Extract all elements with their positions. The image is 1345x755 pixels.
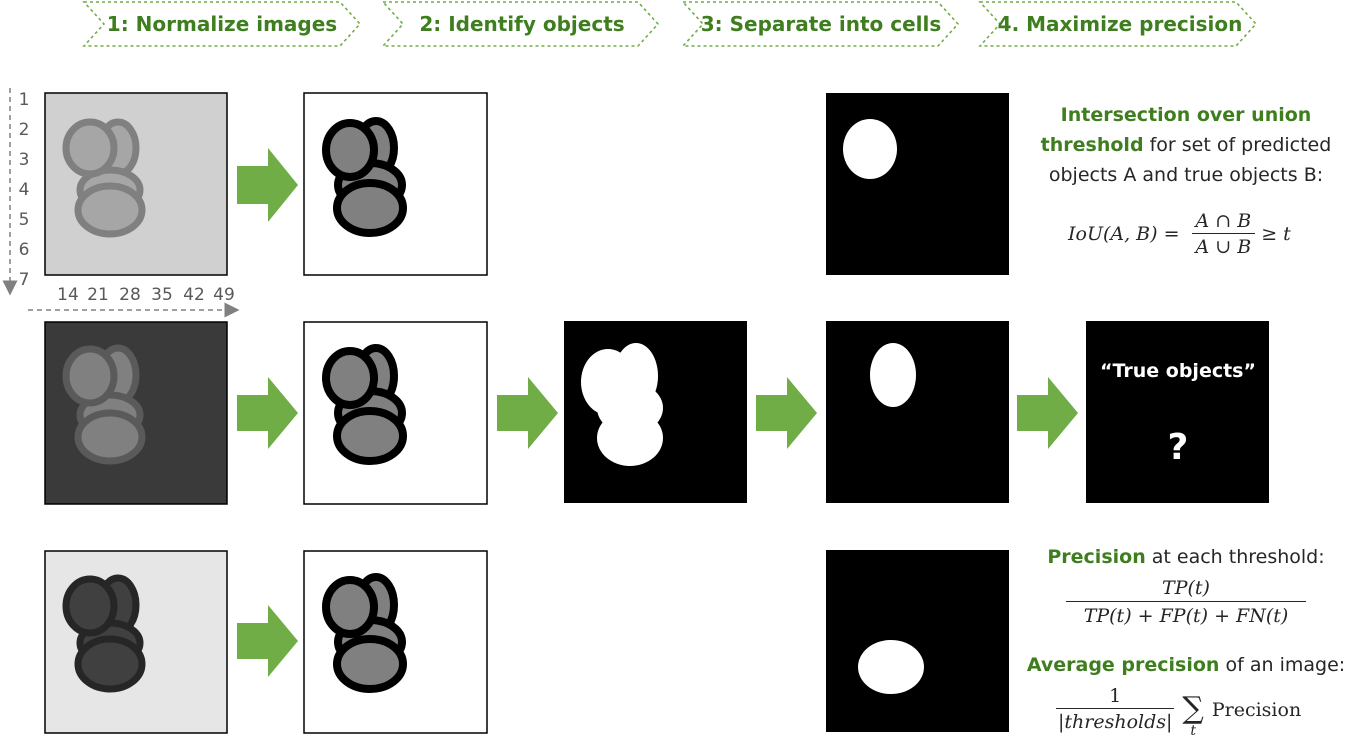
iou-rhs: ≥ t [1261,223,1291,245]
arrow-row3-normalize [237,605,298,677]
iou-line2-rest: for set of predicted [1143,134,1332,156]
sum-symbol: ∑ [1182,690,1204,726]
iou-description: Intersection over union threshold for se… [1020,100,1345,190]
step-chevron-1: 1: Normalize images [82,1,362,47]
iou-fraction-bar [1191,232,1256,234]
x-tick-35: 35 [151,285,173,305]
average-precision-label: Average precision of an image: [1020,650,1345,680]
iou-fraction: A ∩ B A ∪ B [1191,209,1256,260]
step-label-2: 2: Identify objects [419,12,624,36]
precision-numerator: TP(t) [1162,577,1210,599]
x-tick-42: 42 [183,285,205,305]
input-image-light [44,92,228,276]
step-label-4: 4. Maximize precision [998,12,1243,36]
average-fraction: 1 |thresholds| [1056,684,1175,735]
identified-objects-row3 [303,550,488,734]
cell-mask-row1 [826,93,1009,275]
identified-objects-row2 [303,321,488,505]
axis-guides: 1 2 3 4 5 6 7 14 21 28 35 42 49 [2,88,240,318]
iou-lhs: IoU(A, B) = [1068,223,1180,245]
cell-mask-row3 [826,550,1009,732]
average-numerator: 1 [1109,685,1122,707]
arrow-row2-separate [756,377,817,449]
x-tick-28: 28 [119,285,141,305]
identified-objects-row1 [303,92,488,276]
step-label-3: 3: Separate into cells [701,12,942,36]
binary-mask-row2 [564,321,747,503]
iou-denominator: A ∪ B [1195,235,1252,258]
precision-word: Precision [1047,546,1146,568]
y-tick-2: 2 [19,120,30,140]
precision-rest: at each threshold: [1145,546,1325,568]
input-image-dark [44,321,228,505]
step-chevron-3: 3: Separate into cells [681,1,960,47]
y-tick-6: 6 [19,240,30,260]
iou-formula: IoU(A, B) = A ∩ B A ∪ B ≥ t [1068,204,1291,264]
y-tick-4: 4 [19,180,30,200]
precision-formula: TP(t) TP(t) + FP(t) + FN(t) [1066,575,1306,630]
arrow-row2-precision [1017,377,1078,449]
arrow-row2-identify [497,377,558,449]
sum-term: Precision [1211,698,1302,721]
true-objects-title: “True objects” [1100,360,1256,382]
true-objects-panel: “True objects” ? [1086,321,1269,503]
precision-fraction-bar [1066,601,1306,602]
question-mark: ? [1168,427,1189,468]
precision-label: Precision at each threshold: [1020,542,1345,572]
precision-denominator: TP(t) + FP(t) + FN(t) [1083,605,1289,627]
sum-index: t [1190,722,1196,739]
iou-numerator: A ∩ B [1195,209,1252,232]
x-tick-21: 21 [87,285,109,305]
average-precision-word: Average precision [1026,654,1220,676]
y-tick-3: 3 [19,150,30,170]
y-tick-5: 5 [19,210,30,230]
iou-line3: objects A and true objects B: [1048,164,1324,186]
x-tick-49: 49 [213,285,235,305]
iou-heading: Intersection over union [1060,104,1312,126]
average-denominator: |thresholds| [1058,711,1173,733]
average-precision-rest: of an image: [1219,654,1345,676]
iou-threshold-word: threshold [1040,134,1144,156]
y-tick-7: 7 [19,270,30,290]
x-tick-14: 14 [57,285,79,305]
step-chevron-2: 2: Identify objects [381,1,660,47]
input-image-pale [44,550,228,734]
step-chevron-4: 4. Maximize precision [978,1,1258,47]
y-tick-1: 1 [19,90,30,110]
average-fraction-bar [1056,708,1175,709]
step-label-1: 1: Normalize images [107,12,337,36]
sum-operator: ∑ t [1182,690,1204,739]
arrow-row2-normalize [237,377,298,449]
cell-mask-row2 [826,321,1009,503]
average-precision-formula: 1 |thresholds| ∑ t Precision [1056,684,1302,739]
arrow-row1-normalize [237,148,298,222]
